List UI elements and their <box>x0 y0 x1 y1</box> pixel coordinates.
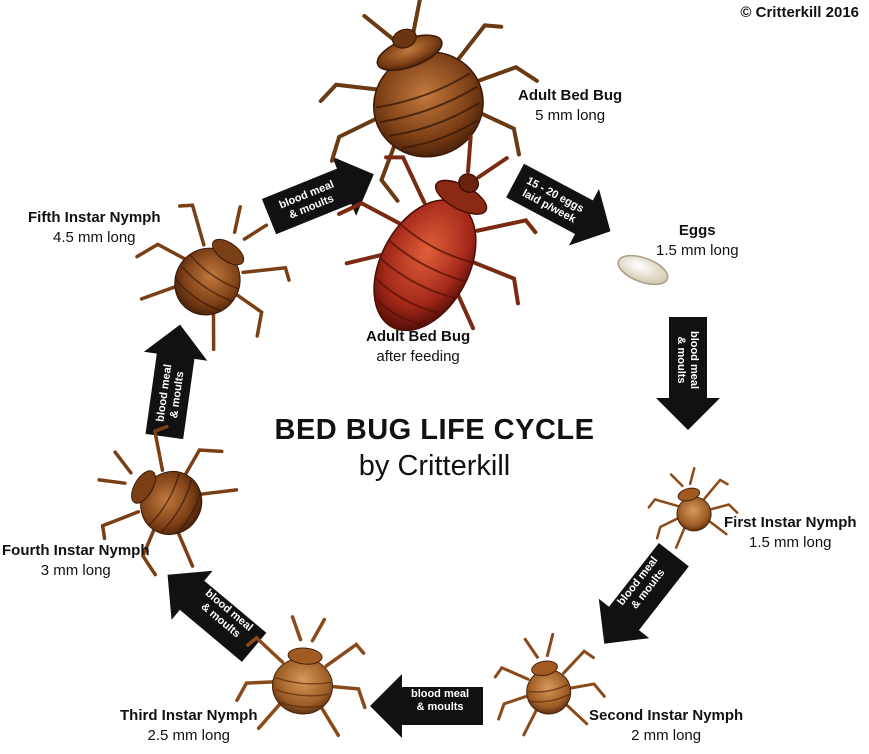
diagram-subtitle: by Critterkill <box>358 450 511 482</box>
adult-fed-bed-bug-illustration <box>337 134 538 332</box>
third-instar-nymph-illustration <box>235 615 367 738</box>
label-first-instar: First Instar Nymph 1.5 mm long <box>724 513 857 553</box>
label-adult-size: 5 mm long <box>535 107 606 124</box>
diagram-title-block: BED BUG LIFE CYCLE by Critterkill <box>0 412 869 484</box>
label-second-instar: Second Instar Nymph 2 mm long <box>589 706 743 746</box>
arrow-moult-left-upper: blood meal & moults <box>143 324 208 440</box>
label-fifth-instar-name: Fifth Instar Nymph <box>28 209 161 226</box>
arrow-eggs-laid: 15 - 20 eggs laid p/week <box>506 163 611 246</box>
label-adult-fed-size: after feeding <box>376 348 460 365</box>
label-eggs-name: Eggs <box>678 222 716 239</box>
label-adult-fed-name: Adult Bed Bug <box>366 328 471 345</box>
arrow-moult-3-line2: & moults <box>416 701 463 713</box>
arrow-moult-3-line1: blood meal <box>411 688 469 700</box>
label-first-instar-name: First Instar Nymph <box>724 514 857 531</box>
arrow-moult-1-line1: blood meal <box>688 331 700 389</box>
second-instar-nymph-illustration <box>493 632 606 737</box>
label-eggs: Eggs 1.5 mm long <box>656 221 739 261</box>
arrow-moult-1-line2: & moults <box>675 336 687 383</box>
fifth-instar-nymph-illustration <box>135 203 291 352</box>
egg-illustration <box>617 254 669 286</box>
label-adult-name: Adult Bed Bug <box>518 87 623 104</box>
label-fourth-instar: Fourth Instar Nymph 3 mm long <box>2 541 150 581</box>
label-eggs-size: 1.5 mm long <box>656 242 739 259</box>
label-third-instar-size: 2.5 mm long <box>147 727 231 744</box>
label-second-instar-name: Second Instar Nymph <box>589 707 744 724</box>
label-third-instar-name: Third Instar Nymph <box>120 707 258 724</box>
label-adult-fed: Adult Bed Bug after feeding <box>366 327 470 367</box>
diagram-title: BED BUG LIFE CYCLE <box>274 414 595 446</box>
fourth-instar-nymph-illustration <box>97 424 239 577</box>
label-second-instar-size: 2 mm long <box>631 727 702 744</box>
label-fourth-instar-name: Fourth Instar Nymph <box>2 542 150 559</box>
arrow-moult-bottom: blood meal & moults <box>370 674 483 738</box>
arrow-moult-right-lower: blood meal & moults <box>598 542 689 644</box>
copyright-notice: © Critterkill 2016 <box>740 4 859 21</box>
arrow-moult-left-lower: blood meal & moults <box>167 570 267 662</box>
label-fourth-instar-size: 3 mm long <box>40 562 111 579</box>
label-first-instar-size: 1.5 mm long <box>748 534 832 551</box>
first-instar-nymph-illustration <box>647 467 739 549</box>
label-third-instar: Third Instar Nymph 2.5 mm long <box>120 706 258 746</box>
label-adult: Adult Bed Bug 5 mm long <box>518 86 622 126</box>
arrow-moult-right-upper: blood meal & moults <box>656 317 720 430</box>
arrow-moult-top-left: blood meal & moults <box>261 156 374 235</box>
adult-bed-bug-illustration <box>318 0 539 203</box>
label-fifth-instar-size: 4.5 mm long <box>52 229 136 246</box>
label-fifth-instar: Fifth Instar Nymph 4.5 mm long <box>28 208 161 248</box>
